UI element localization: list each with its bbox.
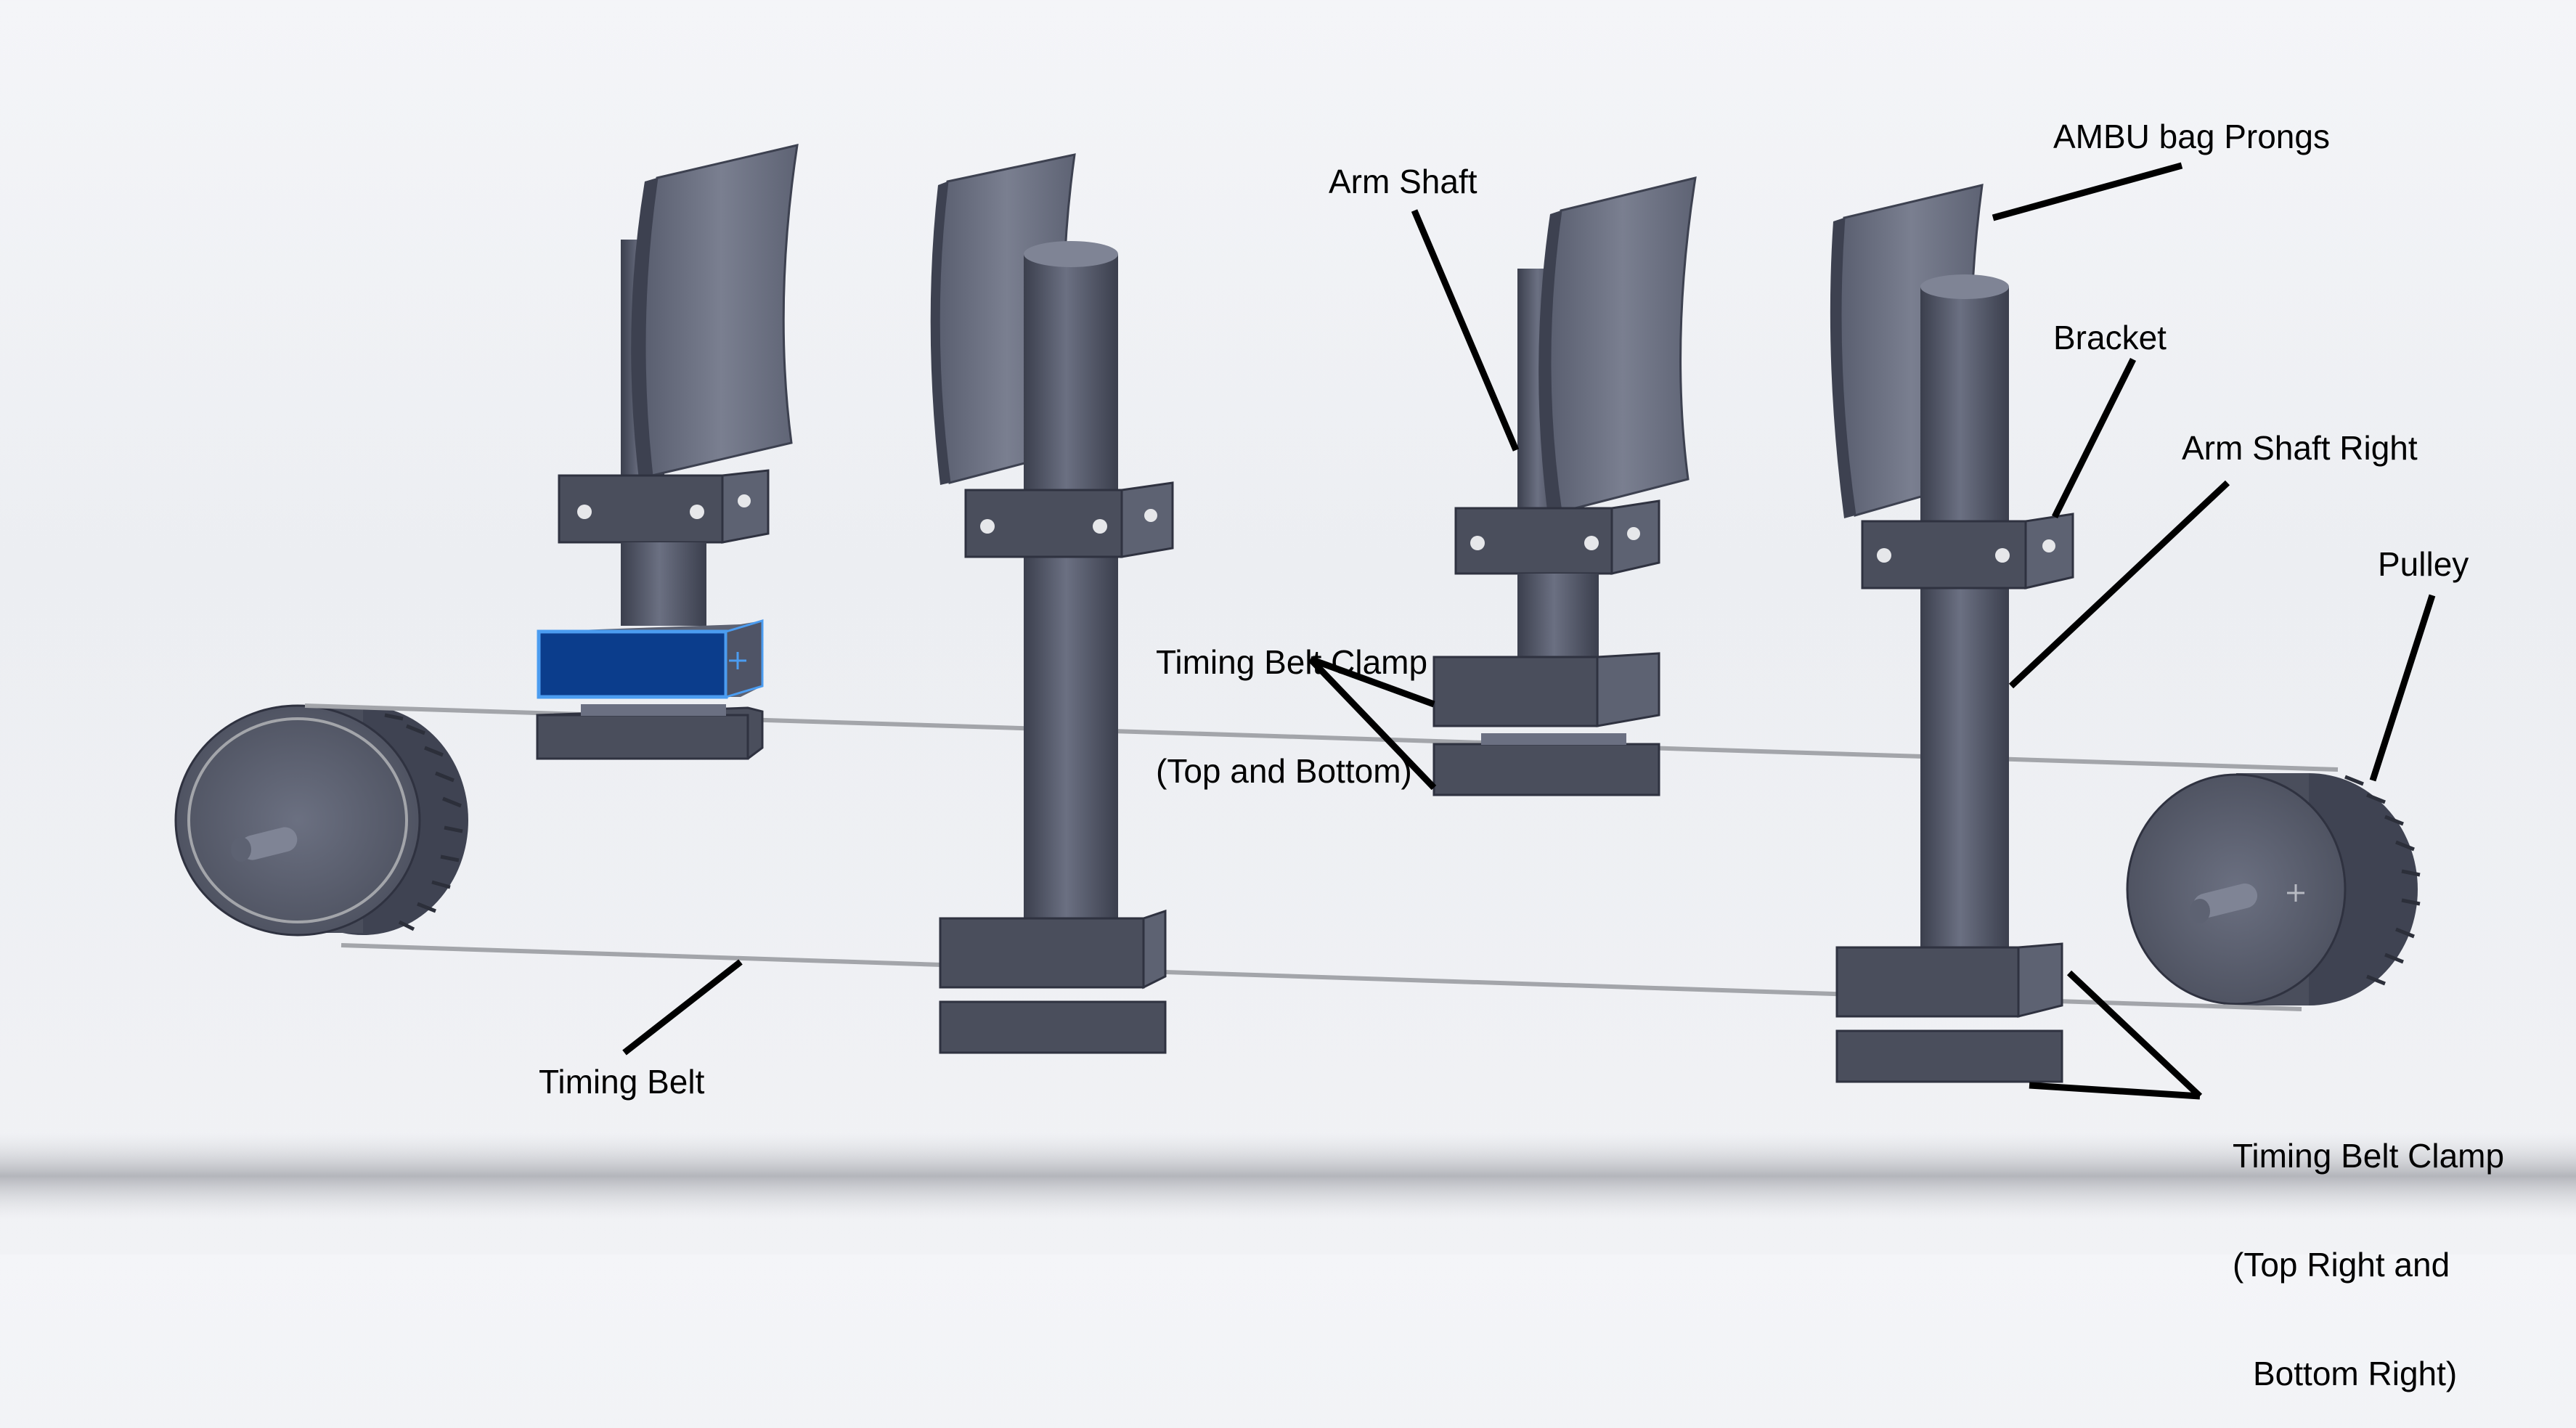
leader-ambu-bag-prongs: [1992, 162, 2183, 221]
pulley-axis-cross-icon: [2287, 884, 2304, 902]
label-arm-shaft-right: Arm Shaft Right: [2182, 429, 2418, 467]
leader-pulley: [2369, 594, 2436, 782]
label-timing-belt: Timing Belt: [539, 1063, 705, 1101]
label-timing-belt-clamp: Timing Belt Clamp (Top and Bottom): [1156, 571, 1427, 825]
bracket-4: [1861, 513, 2074, 589]
leader-lines: [622, 162, 2436, 1100]
timing-belt-clamp-top-selected: [537, 619, 764, 699]
leader-timing-belt-clamp-top: [1309, 656, 1435, 708]
label-timing-belt-clamp-right-line-1: Timing Belt Clamp: [2233, 1137, 2505, 1175]
assembly-render: [0, 144, 2576, 1220]
pulley-right: [2126, 773, 2421, 1005]
label-arm-shaft: Arm Shaft: [1329, 163, 1477, 200]
cad-viewport[interactable]: AMBU bag Prongs Arm Shaft Bracket Arm Sh…: [0, 0, 2576, 1392]
label-timing-belt-clamp-right-line-2: (Top Right and: [2233, 1246, 2450, 1284]
bracket-2: [964, 481, 1174, 558]
label-bracket: Bracket: [2053, 319, 2167, 356]
arm-assembly-4: [1830, 184, 2074, 1083]
leader-timing-belt-clamp-bottom-right: [2029, 1082, 2201, 1100]
selection-origin-cross-icon: [729, 652, 746, 669]
timing-belt-clamp-bottom-1: [536, 704, 764, 760]
timing-belt-clamp-bottom-2: [939, 1000, 1167, 1054]
floor-shadow: [0, 1133, 2576, 1220]
timing-belt-clamp-top-2: [939, 909, 1167, 990]
arm-assembly-1: [536, 144, 799, 760]
timing-belt-clamp-bottom-right: [1835, 1029, 2063, 1083]
leader-timing-belt-clamp-bottom: [1308, 656, 1437, 791]
label-timing-belt-clamp-line-1: Timing Belt Clamp: [1156, 643, 1428, 681]
pulley-left: [174, 704, 468, 937]
leader-arm-shaft-right: [2008, 480, 2230, 689]
leader-arm-shaft: [1411, 209, 1520, 452]
bracket-1: [558, 469, 770, 544]
timing-belt-clamp-top-3: [1432, 652, 1660, 727]
timing-belt-clamp-bottom-3: [1432, 733, 1660, 796]
label-timing-belt-clamp-right-line-3: Bottom Right): [2253, 1355, 2458, 1392]
label-pulley: Pulley: [2378, 545, 2469, 583]
leader-timing-belt: [622, 959, 743, 1056]
label-ambu-bag-prongs: AMBU bag Prongs: [2053, 118, 2330, 155]
arm-assembly-3: [1432, 176, 1697, 796]
leader-timing-belt-clamp-top-right: [2066, 970, 2203, 1099]
bracket-3: [1454, 499, 1660, 575]
timing-belt-clamp-top-right: [1835, 942, 2063, 1018]
label-timing-belt-clamp-right: Timing Belt Clamp (Top Right and Bottom …: [2233, 1065, 2504, 1428]
leader-bracket: [2051, 357, 2137, 519]
arm-assembly-2: [930, 153, 1174, 1054]
label-timing-belt-clamp-line-2: (Top and Bottom): [1156, 752, 1412, 790]
